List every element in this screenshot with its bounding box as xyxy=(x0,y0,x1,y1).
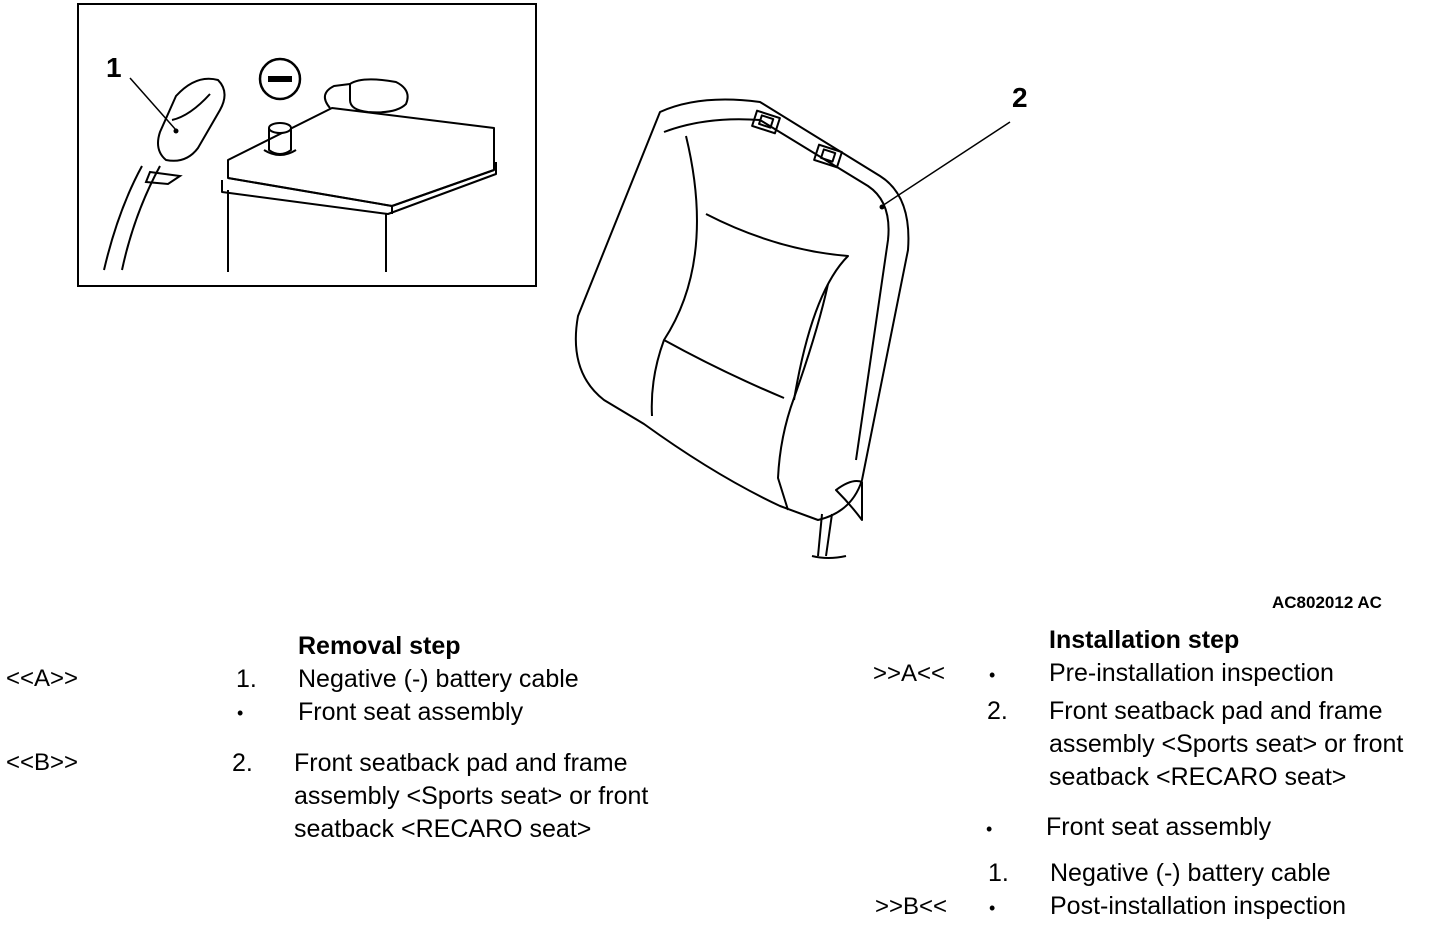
installation-step-text: Front seat assembly xyxy=(1046,813,1272,841)
removal-ref-b: <<B>> xyxy=(6,749,79,776)
removal-step-text-line: assembly <Sports seat> or front xyxy=(294,782,649,810)
installation-step-text: Pre-installation inspection xyxy=(1049,659,1334,687)
installation-bullet: • xyxy=(986,819,993,839)
installation-heading: Installation step xyxy=(1049,626,1240,654)
installation-step-text: Negative (-) battery cable xyxy=(1050,859,1331,887)
removal-step-text: Negative (-) battery cable xyxy=(298,665,579,693)
callout-1: 1 xyxy=(106,52,122,83)
removal-step-text: Front seat assembly xyxy=(298,698,524,726)
removal-step-text-line: seatback <RECARO seat> xyxy=(294,815,592,843)
removal-ref-a: <<A>> xyxy=(6,665,79,692)
removal-heading: Removal step xyxy=(298,632,461,660)
installation-step-number: 1. xyxy=(988,859,1009,887)
figure-code: AC802012 AC xyxy=(1272,593,1382,612)
removal-step-number: 2. xyxy=(232,749,253,777)
battery-drawing xyxy=(221,78,497,272)
minus-icon xyxy=(258,57,302,101)
leader-line-1 xyxy=(129,77,177,131)
removal-step-text-line: Front seatback pad and frame xyxy=(294,749,628,777)
installation-step-text-line: Front seatback pad and frame xyxy=(1049,697,1383,725)
installation-step-number: 2. xyxy=(987,697,1008,725)
callout-2: 2 xyxy=(1012,82,1028,113)
negative-cable-drawing xyxy=(103,77,226,271)
installation-step-text-line: assembly <Sports seat> or front xyxy=(1049,730,1404,758)
inset-frame xyxy=(77,3,537,287)
installation-bullet: • xyxy=(989,665,996,685)
leader-line-2 xyxy=(881,121,1011,207)
installation-ref-a: >>A<< xyxy=(873,660,946,687)
installation-ref-b: >>B<< xyxy=(875,893,948,920)
installation-step-text-line: seatback <RECARO seat> xyxy=(1049,763,1347,791)
seatback-drawing xyxy=(574,98,910,559)
removal-step-number: 1. xyxy=(236,665,257,693)
installation-bullet: • xyxy=(989,898,996,918)
removal-bullet: • xyxy=(237,703,244,723)
installation-step-text: Post-installation inspection xyxy=(1050,892,1346,920)
